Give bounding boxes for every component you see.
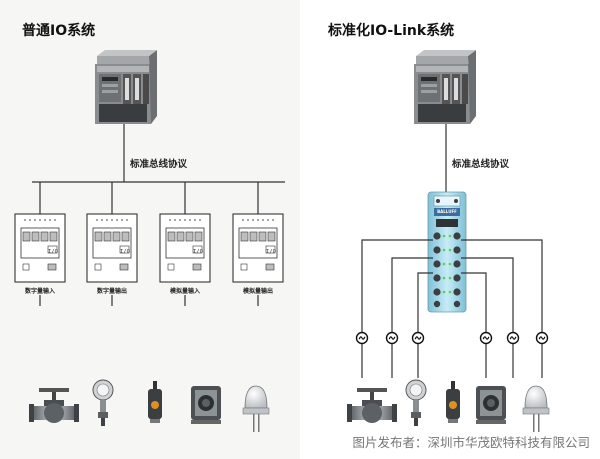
plc-controller-icon bbox=[95, 50, 157, 124]
io-module-digital-input bbox=[14, 213, 66, 283]
module-label-digital-input: 数字量输入 bbox=[24, 288, 55, 295]
hub-brand-label: BALLUFF bbox=[437, 209, 457, 214]
right-protocol-label: 标准总线协议 bbox=[452, 159, 510, 170]
proximity-sensor-icon bbox=[148, 381, 162, 423]
lamp-icon bbox=[242, 385, 270, 433]
io-link-connector-icon bbox=[479, 331, 493, 345]
module-badge: I/O bbox=[120, 249, 130, 255]
module-badge: I/O bbox=[193, 249, 203, 255]
module-label-analog-output: 模拟量输出 bbox=[242, 288, 273, 295]
hub-status-leds bbox=[442, 234, 452, 294]
io-link-connector-icon bbox=[506, 331, 520, 345]
module-badge: I/O bbox=[266, 249, 276, 255]
module-label-analog-input: 模拟量输入 bbox=[169, 288, 200, 295]
io-module-analog-input bbox=[159, 213, 211, 283]
module-badge: I/O bbox=[48, 249, 58, 255]
pressure-transmitter-icon bbox=[92, 379, 114, 427]
io-link-connector-icon bbox=[355, 331, 369, 345]
pressure-transmitter-icon bbox=[405, 379, 427, 427]
left-system bbox=[14, 50, 285, 433]
photoelectric-sensor-icon bbox=[191, 386, 221, 424]
left-bus-lines bbox=[32, 124, 285, 306]
plc-controller-icon bbox=[414, 50, 476, 124]
io-link-connector-icon bbox=[385, 331, 399, 345]
right-system bbox=[347, 50, 550, 433]
left-title: 普通IO系统 bbox=[22, 23, 96, 39]
io-link-cables bbox=[361, 239, 543, 378]
io-module-digital-output bbox=[86, 213, 138, 283]
hub-ports bbox=[433, 232, 461, 308]
left-protocol-label: 标准总线协议 bbox=[130, 159, 188, 170]
valve-icon bbox=[29, 388, 79, 423]
module-label-digital-output: 数字量输出 bbox=[96, 288, 127, 295]
hub-brand-plate bbox=[434, 208, 460, 216]
right-title: 标准化IO-Link系统 bbox=[328, 23, 455, 39]
valve-icon bbox=[347, 388, 397, 423]
io-link-connector-icon bbox=[535, 331, 549, 345]
io-module-analog-output bbox=[232, 213, 284, 283]
io-link-connector-icon bbox=[411, 331, 425, 345]
lamp-icon bbox=[522, 385, 550, 433]
photoelectric-sensor-icon bbox=[476, 386, 506, 424]
publisher-watermark: 图片发布者：深圳市华茂欧特科技有限公司 bbox=[352, 435, 590, 450]
io-link-hub bbox=[427, 191, 467, 313]
proximity-sensor-icon bbox=[446, 381, 460, 423]
